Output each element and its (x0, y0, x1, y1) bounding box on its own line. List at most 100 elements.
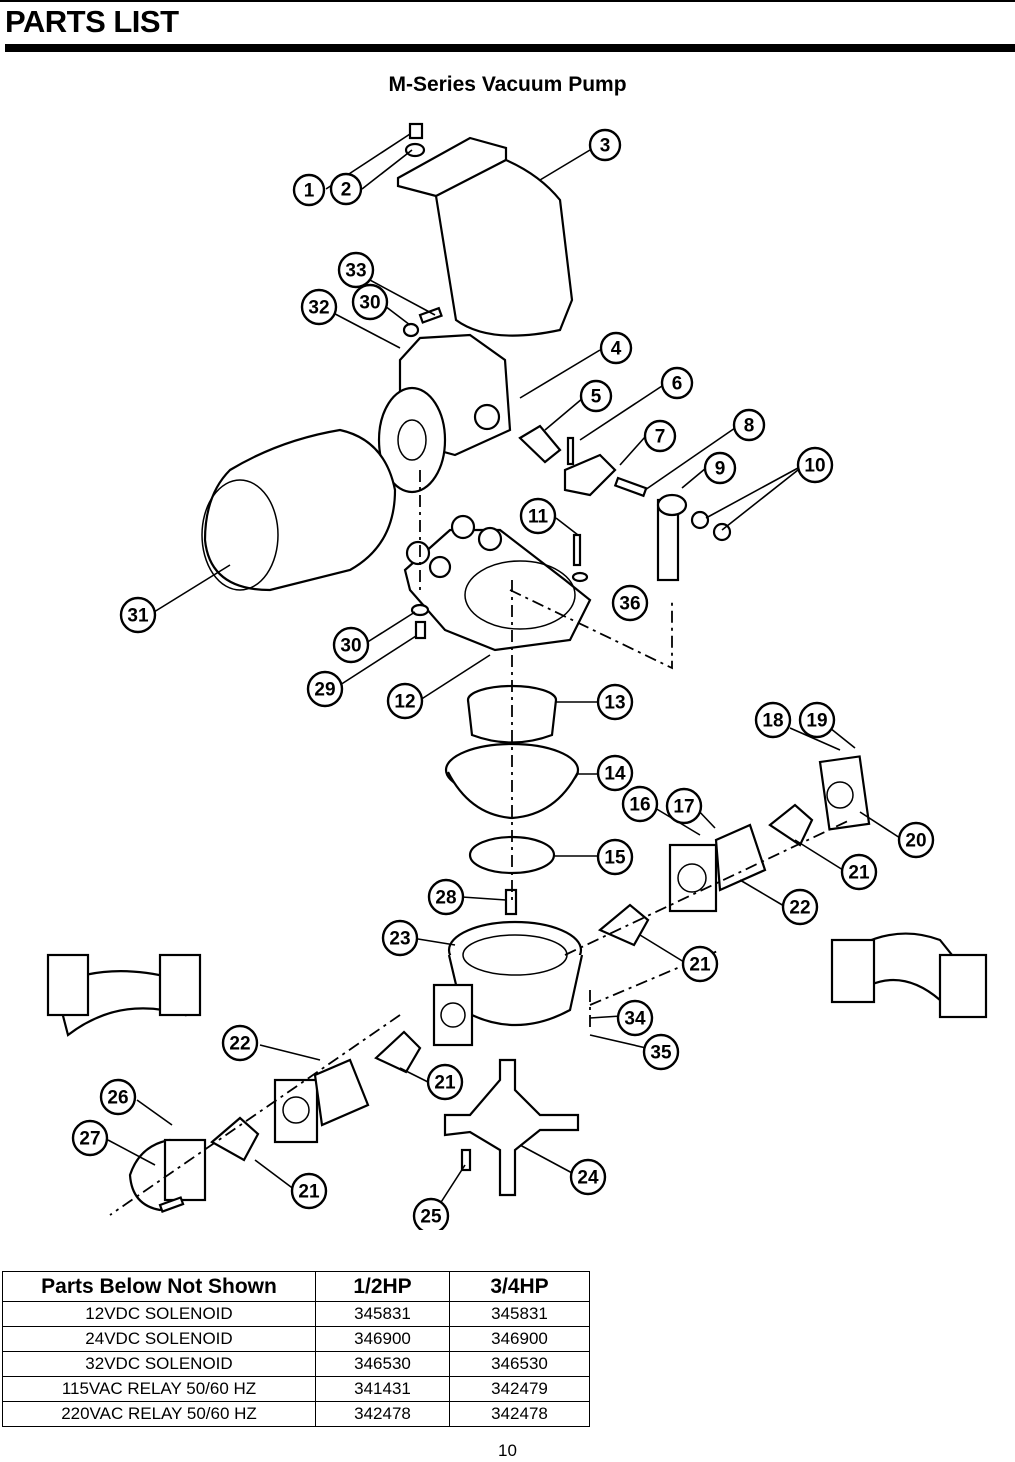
callout-9: 9 (703, 451, 737, 485)
callout-4: 4 (599, 331, 633, 365)
svg-text:22: 22 (229, 1034, 250, 1055)
callout-32: 32 (300, 288, 338, 326)
callout-35: 35 (642, 1033, 680, 1071)
svg-text:9: 9 (715, 459, 726, 480)
svg-text:16: 16 (629, 795, 650, 816)
callout-21c: 21 (426, 1063, 464, 1101)
svg-text:21: 21 (848, 863, 870, 884)
svg-text:33: 33 (345, 261, 366, 282)
callout-16: 16 (621, 785, 659, 823)
part-name: 220VAC RELAY 50/60 HZ (2, 1401, 316, 1427)
callout-21d: 21 (290, 1172, 328, 1210)
svg-text:32: 32 (308, 298, 329, 319)
callout-24: 24 (569, 1158, 607, 1196)
svg-text:5: 5 (591, 387, 602, 408)
callout-5: 5 (579, 379, 613, 413)
callout-36: 36 (611, 584, 649, 622)
svg-text:36: 36 (619, 594, 640, 615)
callout-13: 13 (596, 683, 634, 721)
part-name: 115VAC RELAY 50/60 HZ (2, 1376, 316, 1402)
callout-15: 15 (596, 838, 634, 876)
callout-11: 11 (519, 497, 557, 535)
callouts: 1 2 3 4 5 6 7 8 9 10 11 12 13 14 15 16 1… (71, 128, 935, 1230)
svg-text:19: 19 (806, 711, 827, 732)
callout-26: 26 (99, 1078, 137, 1116)
callout-21b: 21 (681, 945, 719, 983)
svg-text:20: 20 (905, 831, 926, 852)
part-name: 24VDC SOLENOID (2, 1326, 316, 1352)
callout-19: 19 (798, 701, 836, 739)
svg-text:28: 28 (435, 888, 456, 909)
callout-14: 14 (596, 754, 634, 792)
svg-text:30: 30 (359, 293, 380, 314)
callout-1: 1 (292, 173, 326, 207)
svg-text:24: 24 (577, 1168, 599, 1189)
svg-text:21: 21 (434, 1073, 456, 1094)
svg-text:6: 6 (672, 374, 683, 395)
callout-2: 2 (329, 172, 363, 206)
diagram-title: M-Series Vacuum Pump (388, 73, 627, 96)
svg-text:29: 29 (314, 680, 335, 701)
callout-10: 10 (796, 446, 834, 484)
part-number-three-quarter-hp: 346530 (449, 1351, 590, 1377)
callout-33: 33 (337, 251, 375, 289)
column-header-parts: Parts Below Not Shown (2, 1271, 316, 1302)
svg-text:23: 23 (389, 929, 410, 950)
part-drawings (46, 122, 988, 1213)
svg-text:17: 17 (673, 797, 694, 818)
callout-12: 12 (386, 682, 424, 720)
header-rule (5, 44, 1015, 52)
part-number-three-quarter-hp: 345831 (449, 1301, 590, 1327)
svg-text:31: 31 (127, 606, 149, 627)
table-row: 115VAC RELAY 50/60 HZ 341431 342479 (2, 1376, 590, 1402)
exploded-parts-diagram: 1 2 3 4 5 6 7 8 9 10 11 12 13 14 15 16 1… (46, 122, 988, 1230)
svg-text:18: 18 (762, 711, 783, 732)
svg-text:25: 25 (420, 1207, 442, 1228)
part-number-half-hp: 342478 (315, 1401, 450, 1427)
table-row: 32VDC SOLENOID 346530 346530 (2, 1351, 590, 1377)
part-number-half-hp: 346900 (315, 1326, 450, 1352)
svg-text:21: 21 (689, 955, 711, 976)
svg-text:10: 10 (804, 456, 825, 477)
svg-text:2: 2 (341, 180, 352, 201)
svg-text:3: 3 (600, 136, 611, 157)
callout-28: 28 (427, 878, 465, 916)
callout-17: 17 (665, 787, 703, 825)
part-number-half-hp: 345831 (315, 1301, 450, 1327)
callout-18: 18 (754, 701, 792, 739)
svg-text:21: 21 (298, 1182, 320, 1203)
svg-text:30: 30 (340, 636, 361, 657)
callout-30b: 30 (351, 283, 389, 321)
callout-34: 34 (616, 999, 654, 1037)
table-row: 12VDC SOLENOID 345831 345831 (2, 1301, 590, 1327)
callout-23: 23 (381, 919, 419, 957)
callout-30a: 30 (332, 626, 370, 664)
svg-text:1: 1 (304, 181, 315, 202)
column-header-half-hp: 1/2HP (315, 1271, 450, 1302)
svg-text:7: 7 (655, 427, 666, 448)
svg-text:8: 8 (744, 416, 755, 437)
svg-text:22: 22 (789, 898, 810, 919)
svg-text:14: 14 (604, 764, 626, 785)
svg-text:26: 26 (107, 1088, 128, 1109)
svg-text:34: 34 (624, 1009, 646, 1030)
callout-31: 31 (119, 596, 157, 634)
callout-25: 25 (412, 1197, 450, 1230)
leader-lines (107, 133, 901, 1211)
page-title: PARTS LIST (5, 4, 179, 39)
callout-21a: 21 (840, 853, 878, 891)
part-number-half-hp: 341431 (315, 1376, 450, 1402)
svg-text:11: 11 (528, 507, 549, 528)
page-number: 10 (498, 1441, 517, 1460)
parts-table: Parts Below Not Shown 1/2HP 3/4HP 12VDC … (2, 1271, 590, 1427)
callout-7: 7 (643, 419, 677, 453)
svg-text:15: 15 (604, 848, 626, 869)
svg-text:13: 13 (604, 693, 625, 714)
callout-8: 8 (732, 408, 766, 442)
top-rule (0, 0, 1015, 2)
part-name: 32VDC SOLENOID (2, 1351, 316, 1377)
part-number-three-quarter-hp: 342478 (449, 1401, 590, 1427)
svg-text:35: 35 (650, 1043, 672, 1064)
column-header-three-quarter-hp: 3/4HP (449, 1271, 590, 1302)
table-row: 220VAC RELAY 50/60 HZ 342478 342478 (2, 1401, 590, 1427)
